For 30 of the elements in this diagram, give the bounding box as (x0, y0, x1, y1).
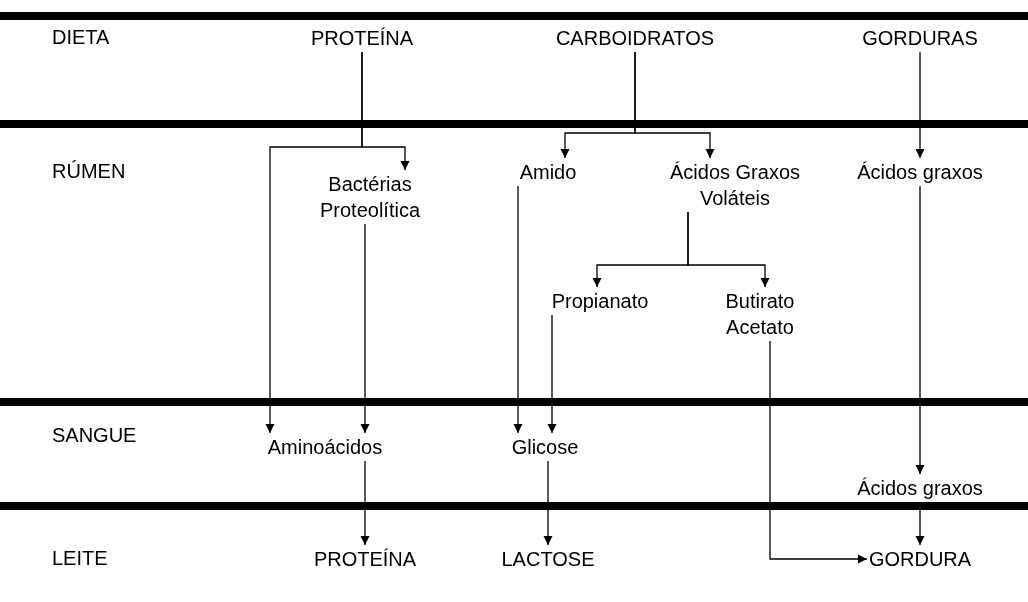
nutrient-label: Aminoácidos (265, 433, 385, 461)
arrow (687, 211, 770, 288)
arrow (513, 185, 523, 434)
arrow (769, 340, 868, 564)
stage-label: DIETA (52, 25, 110, 50)
nutrient-label: CARBOIDRATOS (553, 24, 717, 52)
stage-label: LEITE (52, 546, 108, 571)
stage-label: RÚMEN (52, 159, 126, 184)
arrow (634, 51, 715, 159)
nutrient-label: PROTEÍNA (311, 545, 419, 573)
nutrient-label: Butirato Acetato (703, 287, 817, 341)
nutrient-label: Ácidos Graxos Voláteis (648, 158, 822, 212)
arrow (360, 460, 370, 546)
nutrient-label: Ácidos graxos (855, 474, 985, 502)
nutrient-label: GORDURA (866, 545, 974, 573)
nutrient-label: Ácidos graxos (855, 158, 985, 186)
arrow (915, 185, 925, 475)
nutrient-label: Amido (517, 158, 579, 186)
nutrient-label: Bactérias Proteolítica (283, 170, 457, 224)
arrow (360, 223, 370, 434)
nutrient-label: Glicose (509, 433, 581, 461)
arrow (265, 51, 363, 434)
nutrient-label: GORDURAS (860, 24, 980, 52)
arrow (547, 314, 557, 434)
stage-label: SANGUE (52, 423, 137, 448)
arrow (543, 460, 553, 546)
nutrient-label: PROTEÍNA (308, 24, 416, 52)
nutrient-label: LACTOSE (499, 545, 597, 573)
arrow (915, 51, 925, 159)
nutrient-label: Propianato (549, 287, 651, 315)
